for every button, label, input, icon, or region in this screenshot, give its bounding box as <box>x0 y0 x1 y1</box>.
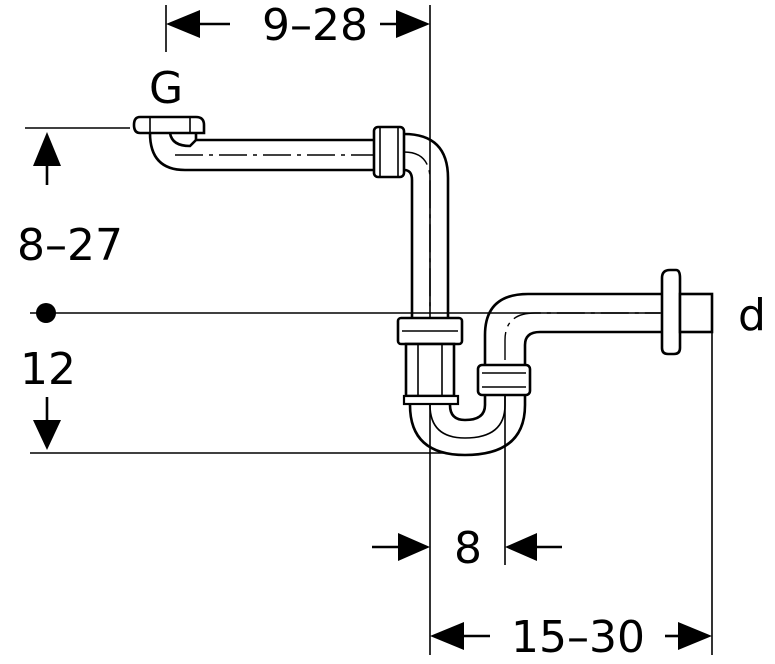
left-upper-dimension-label: 8–27 <box>17 220 123 271</box>
reference-dot <box>36 303 56 323</box>
extension-lines <box>25 5 713 655</box>
dimension-bottom: 15–30 <box>430 612 712 663</box>
bottom-dimension-label: 15–30 <box>511 612 645 663</box>
dimension-top: 9–28 <box>166 0 430 51</box>
inlet-pipe <box>132 115 450 318</box>
outlet-pipe <box>476 268 714 397</box>
mid-dimension-label: 8 <box>454 523 482 574</box>
dimension-mid: 8 <box>372 523 562 574</box>
left-lower-dimension-label: 12 <box>20 344 76 395</box>
inlet-label-g: G <box>149 63 183 114</box>
dimension-left-upper: 8–27 <box>17 132 123 271</box>
vertical-tube <box>396 316 464 398</box>
top-dimension-label: 9–28 <box>262 0 368 51</box>
trap-bend <box>402 393 527 457</box>
dimension-left-lower: 12 <box>20 344 76 450</box>
outlet-label-d: d <box>738 290 766 341</box>
